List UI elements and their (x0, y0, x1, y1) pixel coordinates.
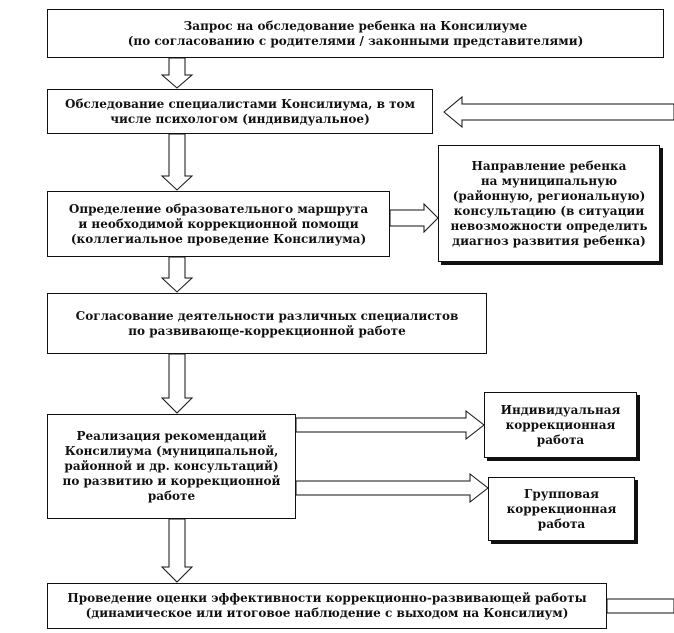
arrow-route-to-referral (389, 202, 439, 234)
individual-line-1: Индивидуальная (500, 402, 621, 417)
arrow-examination-to-route (160, 133, 194, 191)
implementation-line-4: по развитию и коррекционной (62, 474, 281, 488)
referral-line-1: Направление ребенка (471, 158, 627, 173)
examination-line-1: Обследование специалистами Консилиума, в… (64, 96, 415, 111)
referral-line-4: консультацию (в ситуации (453, 203, 645, 218)
arrow-coordination-to-implementation (160, 353, 194, 414)
arrow-implementation-to-evaluation (160, 518, 194, 583)
arrow-request-to-examination (160, 57, 194, 89)
referral-line-2: на муниципальную (480, 173, 618, 188)
arrow-feedback-to-examination (443, 95, 674, 129)
arrow-implementation-to-individual (295, 409, 485, 441)
referral-box: Направление ребенка на муниципальную (ра… (438, 145, 660, 262)
individual-line-2: коррекционная (505, 417, 616, 432)
arrow-implementation-to-group (295, 472, 489, 504)
evaluation-box: Проведение оценки эффективности коррекци… (47, 583, 607, 629)
evaluation-line-2: (динамическое или итоговое наблюдение с … (85, 606, 569, 620)
implementation-box: Реализация рекомендаций Консилиума (муни… (47, 414, 296, 519)
implementation-line-1: Реализация рекомендаций (76, 429, 267, 443)
individual-work-box: Индивидуальная коррекционная работа (484, 392, 637, 458)
request-line-1: Запрос на обследование ребенка на Консил… (183, 18, 528, 33)
group-work-box: Групповая коррекционная работа (488, 477, 635, 541)
route-line-1: Определение образовательного маршрута (68, 201, 369, 216)
implementation-line-3: районной и др. консультаций) (64, 459, 279, 473)
coordination-box: Согласование деятельности различных спец… (47, 293, 487, 354)
request-box: Запрос на обследование ребенка на Консил… (47, 9, 664, 58)
connector-evaluation-exit (606, 598, 674, 614)
individual-line-3: работа (536, 432, 585, 447)
implementation-line-2: Консилиума (муниципальной, (64, 444, 279, 458)
group-line-3: работа (537, 516, 586, 531)
route-line-3: (коллегиальное проведение Консилиума) (70, 231, 367, 246)
referral-line-6: диагноз развития ребенка) (452, 233, 646, 248)
implementation-line-5: работе (147, 489, 196, 503)
request-line-2: (по согласованию с родителями / законным… (127, 33, 584, 48)
coordination-line-2: по развивающе-коррекционной работе (128, 323, 406, 338)
evaluation-line-1: Проведение оценки эффективности коррекци… (67, 591, 587, 605)
examination-line-2: числе психологом (индивидуальное) (110, 111, 370, 126)
route-box: Определение образовательного маршрута и … (47, 191, 390, 257)
coordination-line-1: Согласование деятельности различных спец… (75, 308, 459, 323)
examination-box: Обследование специалистами Консилиума, в… (47, 89, 433, 134)
referral-line-5: невозможности определить (450, 218, 648, 233)
group-line-1: Групповая (524, 486, 599, 501)
route-line-2: и необходимой коррекционной помощи (78, 216, 359, 231)
arrow-route-to-coordination (160, 256, 194, 293)
referral-line-3: (районную, региональную) (452, 188, 646, 203)
group-line-2: коррекционная (506, 501, 617, 516)
